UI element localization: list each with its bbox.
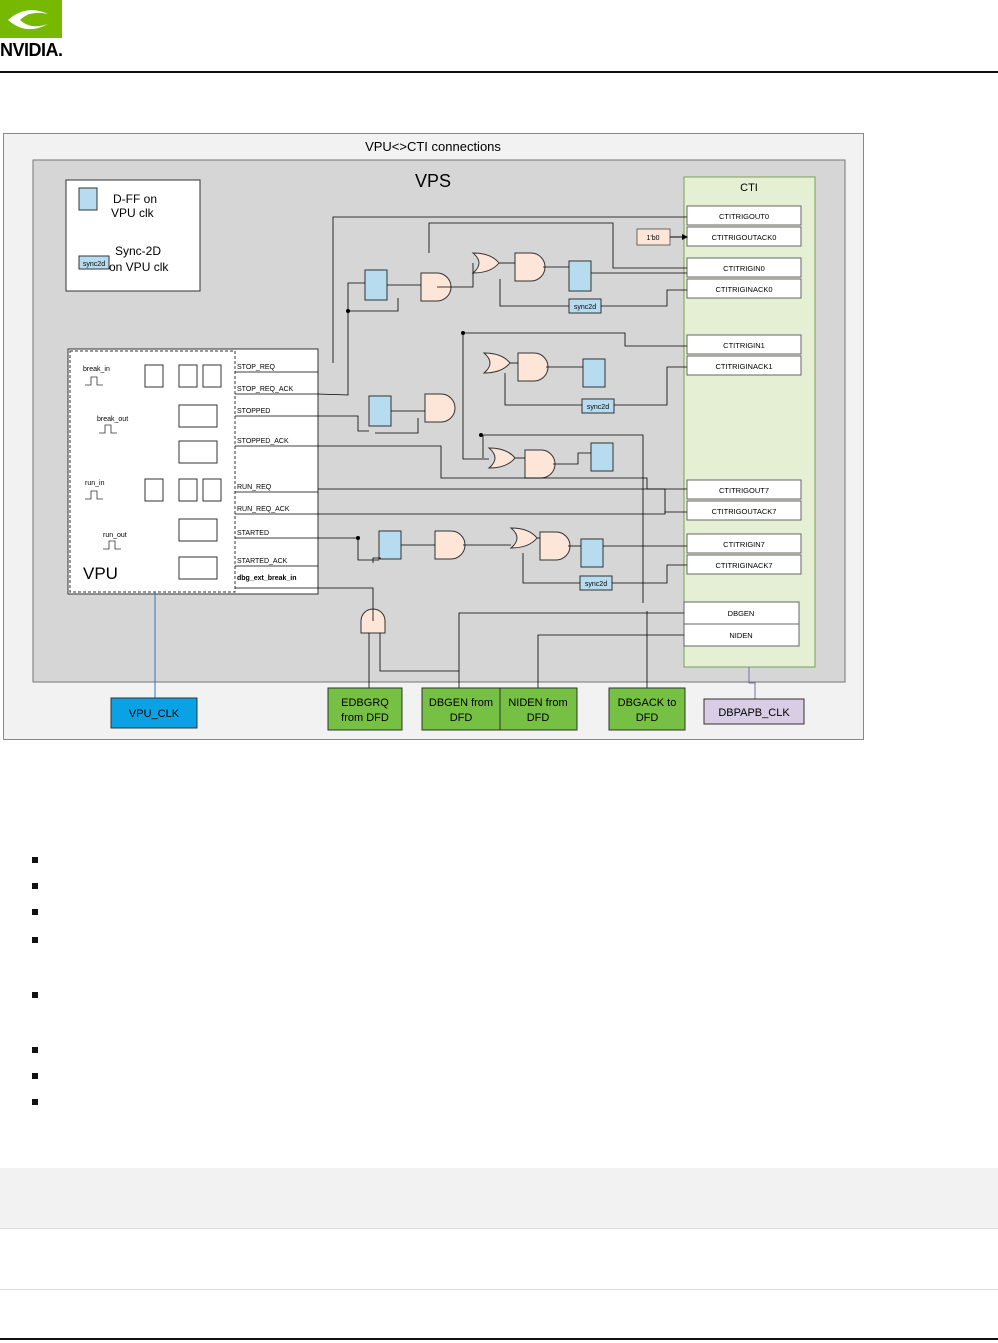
bullet-marker	[32, 857, 38, 863]
sig-stop-req-ack: STOP_REQ_ACK	[237, 386, 294, 393]
cti-triginack1: CTITRIGINACK1	[715, 362, 772, 371]
sig-run-req-ack: RUN_REQ_ACK	[237, 506, 290, 513]
dff-icon	[78, 187, 98, 211]
cti-trigin7: CTITRIGIN7	[723, 540, 765, 549]
dbgen-from-1: DBGEN from	[429, 697, 493, 709]
niden-from-1: NIDEN from	[508, 697, 567, 709]
dbgack-to-2: DFD	[636, 712, 659, 724]
sig-run-req: RUN_REQ	[237, 484, 272, 491]
cti-niden: NIDEN	[729, 631, 752, 640]
bullet-marker	[32, 937, 38, 943]
input-break-out: break_out	[97, 416, 128, 423]
legend-dff-2: VPU clk	[111, 206, 155, 220]
sync2d-box-7: sync2d	[585, 581, 607, 588]
bullet-marker	[32, 1073, 38, 1079]
legend-sync-1: Sync-2D	[115, 244, 161, 258]
cti-triginack7: CTITRIGINACK7	[715, 561, 772, 570]
bullet-marker	[32, 1047, 38, 1053]
header-rule	[0, 71, 998, 73]
nvidia-logo: NVIDIA.	[0, 0, 90, 64]
cti-label: CTI	[740, 182, 758, 194]
sig-started: STARTED	[237, 530, 269, 537]
input-run-in: run_in	[85, 480, 105, 487]
vpu-inputs: break_in break_out run_in run_out	[83, 366, 128, 539]
cti-trigout0: CTITRIGOUT0	[719, 212, 769, 221]
cti-triginack0: CTITRIGINACK0	[715, 285, 772, 294]
sig-stop-req: STOP_REQ	[237, 364, 276, 371]
bullet-marker	[32, 992, 38, 998]
legend: D-FF on VPU clk sync2d Sync-2D on VPU cl…	[65, 179, 201, 292]
bullet-marker	[32, 909, 38, 915]
sig-started-ack: STARTED_ACK	[237, 558, 288, 565]
cti-trigin1: CTITRIGIN1	[723, 341, 765, 350]
sig-stopped-ack: STOPPED_ACK	[237, 438, 289, 445]
table-header-row	[0, 1168, 998, 1229]
brand-name: NVIDIA.	[0, 40, 63, 60]
nvidia-eye-icon	[0, 0, 62, 38]
dbpapb-clk-box: DBPAPB_CLK	[718, 707, 790, 719]
cti-trigoutack7: CTITRIGOUTACK7	[712, 507, 777, 516]
cti-ports: CTITRIGOUT0 CTITRIGOUTACK0 CTITRIGIN0 CT…	[712, 212, 777, 640]
sync2d-box-1: sync2d	[587, 404, 609, 411]
input-run-out: run_out	[103, 532, 127, 539]
table-row	[0, 1228, 998, 1290]
table-row	[0, 1289, 998, 1339]
cti-trigin0: CTITRIGIN0	[723, 264, 765, 273]
info-table	[0, 1168, 998, 1339]
bullet-marker	[32, 1099, 38, 1105]
cti-dbgen: DBGEN	[728, 609, 755, 618]
legend-sync-2: on VPU clk	[109, 260, 169, 274]
edbgrq-2: from DFD	[341, 712, 389, 724]
edbgrq-1: EDBGRQ	[341, 697, 389, 709]
sync2d-icon	[78, 255, 110, 270]
vps-label: VPS	[415, 171, 451, 191]
legend-sync-box: sync2d	[83, 261, 105, 268]
vpu-clk-box: VPU_CLK	[129, 708, 180, 720]
cti-trigout7: CTITRIGOUT7	[719, 486, 769, 495]
vpu-cti-diagram: VPU<>CTI connections VPS CTI D-FF on VPU…	[3, 133, 864, 740]
vpu-signal-labels: STOP_REQ STOP_REQ_ACK STOPPED STOPPED_AC…	[237, 364, 297, 582]
bullet-marker	[32, 883, 38, 889]
vpu-label: VPU	[83, 564, 118, 583]
sig-stopped: STOPPED	[237, 408, 270, 415]
legend-dff-1: D-FF on	[113, 192, 157, 206]
dbgack-to-1: DBGACK to	[618, 697, 677, 709]
const-1b0: 1'b0	[646, 235, 659, 242]
dbgen-from-2: DFD	[450, 712, 473, 724]
niden-from-2: DFD	[527, 712, 550, 724]
sync2d-box-0: sync2d	[574, 304, 596, 311]
input-break-in: break_in	[83, 366, 110, 373]
diagram-title: VPU<>CTI connections	[365, 139, 501, 154]
sig-dbg-ext-break-in: dbg_ext_break_in	[237, 575, 297, 582]
footer-rule	[0, 1338, 998, 1340]
cti-trigoutack0: CTITRIGOUTACK0	[712, 233, 777, 242]
